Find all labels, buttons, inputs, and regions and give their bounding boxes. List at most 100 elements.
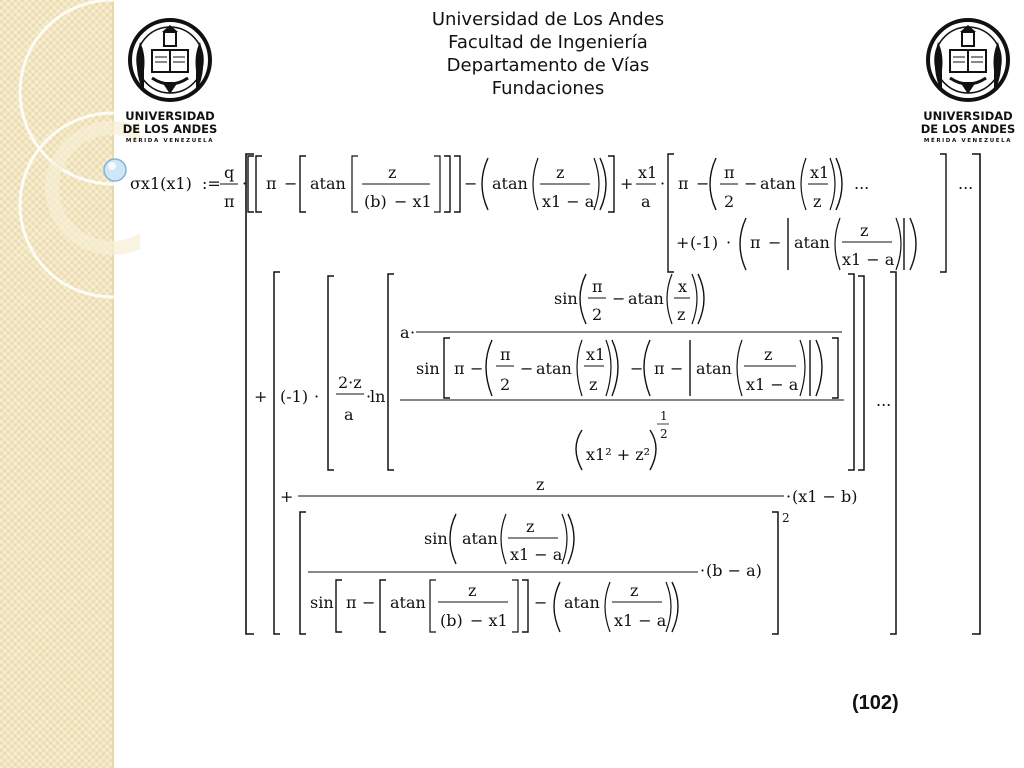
logo-caption-line1: UNIVERSIDAD [125, 109, 215, 123]
formula-atan: atan [390, 593, 426, 612]
svg-text:·: · [700, 561, 705, 580]
formula-pi: π [500, 345, 511, 364]
formula-sin: sin [424, 529, 448, 548]
svg-text:−: − [464, 174, 477, 193]
formula-neg-one: (-1) [690, 233, 718, 252]
formula-sin: sin [416, 359, 440, 378]
faculty-name: Facultad de Ingeniería [448, 32, 648, 53]
formula-atan: atan [628, 289, 664, 308]
formula-x1-minus-b: (x1 − b) [792, 487, 858, 506]
svg-text:·: · [410, 323, 415, 342]
svg-text:−: − [670, 359, 683, 378]
formula-z: z [589, 375, 597, 394]
svg-text:·: · [366, 387, 371, 406]
formula-two: 2 [500, 375, 510, 394]
stress-formula: σx1(x1) := q π · π − atan z (b) − x1 − a… [130, 153, 981, 635]
svg-text:−: − [696, 174, 709, 193]
svg-text:−: − [470, 359, 483, 378]
formula-pi: π [592, 277, 603, 296]
logo-caption-line2: DE LOS ANDES [122, 122, 218, 136]
formula-b-paren: (b) [364, 192, 387, 211]
logo-caption-line3: MÉRIDA VENEZUELA [923, 138, 1013, 144]
formula-x1-minus-a: x1 − a [842, 250, 895, 269]
formula-pi: π [724, 163, 735, 182]
formula-atan: atan [564, 593, 600, 612]
formula-pi: π [224, 192, 235, 211]
formula-atan: atan [310, 174, 346, 193]
university-seal-icon [926, 18, 1010, 102]
logo-caption-line3: MÉRIDA VENEZUELA [125, 138, 215, 144]
formula-2z: 2·z [338, 373, 362, 392]
formula-b-paren: (b) [440, 611, 463, 630]
formula-assign: := [202, 174, 221, 193]
course-name: Fundaciones [491, 78, 605, 99]
svg-text:+: + [280, 487, 293, 506]
svg-text:+: + [620, 174, 633, 193]
formula-atan: atan [696, 359, 732, 378]
svg-text:−: − [744, 174, 757, 193]
formula-minus-x1: − x1 [394, 192, 432, 211]
formula-z: z [388, 163, 396, 182]
svg-text:−: − [520, 359, 533, 378]
university-logo-left: UNIVERSIDAD DE LOS ANDES MÉRIDA VENEZUEL… [122, 10, 218, 150]
formula-pi: π [750, 233, 761, 252]
svg-text:−: − [612, 289, 625, 308]
formula-x1-minus-a: x1 − a [542, 192, 595, 211]
formula-half-den: 2 [660, 427, 668, 441]
formula-two: 2 [724, 192, 734, 211]
svg-text:+: + [676, 233, 689, 252]
formula-pi: π [266, 174, 277, 193]
svg-text:−: − [630, 359, 643, 378]
logo-caption-line2: DE LOS ANDES [920, 122, 1016, 136]
svg-text:−: − [362, 593, 375, 612]
formula-ellipsis: ... [876, 391, 891, 410]
formula-x1: x1 [586, 345, 605, 364]
formula-lhs: σx1(x1) [130, 174, 192, 193]
formula-z: z [860, 221, 868, 240]
formula-pi: π [654, 359, 665, 378]
svg-text:·: · [314, 387, 319, 406]
formula-z: z [468, 581, 476, 600]
formula-a: a [641, 192, 651, 211]
formula-z: z [677, 305, 685, 324]
slide-header: Universidad de Los Andes Facultad de Ing… [370, 8, 726, 100]
formula-z: z [526, 517, 534, 536]
formula-atan: atan [760, 174, 796, 193]
formula-neg-one: (-1) [280, 387, 308, 406]
svg-text:·: · [660, 174, 665, 193]
university-logo-right: UNIVERSIDAD DE LOS ANDES MÉRIDA VENEZUEL… [920, 10, 1016, 150]
formula-half-num: 1 [660, 409, 668, 423]
formula-pi: π [454, 359, 465, 378]
formula-minus-x1: − x1 [470, 611, 508, 630]
decorative-circles [18, 0, 140, 299]
formula-x1-minus-a: x1 − a [746, 375, 799, 394]
svg-text:·: · [726, 233, 731, 252]
formula-ellipsis: ... [854, 174, 869, 193]
formula-two: 2 [592, 305, 602, 324]
formula-a: a [400, 323, 410, 342]
formula-pi: π [346, 593, 357, 612]
formula-x1: x1 [810, 163, 829, 182]
logo-caption-line1: UNIVERSIDAD [923, 109, 1013, 123]
formula-a: a [344, 405, 354, 424]
formula-x1-sq-plus-z-sq: x1² + z² [586, 445, 650, 464]
formula-b-minus-a: (b − a) [706, 561, 762, 580]
formula-z: z [813, 192, 821, 211]
formula-x1: x1 [638, 163, 657, 182]
formula-x1-minus-a: x1 − a [510, 545, 563, 564]
svg-text:−: − [768, 233, 781, 252]
formula-ln: ln [370, 387, 385, 406]
formula-ellipsis: ... [958, 174, 973, 193]
formula-x1-minus-a: x1 − a [614, 611, 667, 630]
equation-number: (102) [852, 692, 899, 714]
svg-text:−: − [284, 174, 297, 193]
formula-atan: atan [462, 529, 498, 548]
formula-atan: atan [536, 359, 572, 378]
formula-sin: sin [310, 593, 334, 612]
formula-z: z [764, 345, 772, 364]
svg-text:+: + [254, 387, 267, 406]
formula-pi: π [678, 174, 689, 193]
formula-q: q [224, 163, 234, 182]
svg-text:·: · [242, 174, 247, 193]
formula-atan: atan [492, 174, 528, 193]
